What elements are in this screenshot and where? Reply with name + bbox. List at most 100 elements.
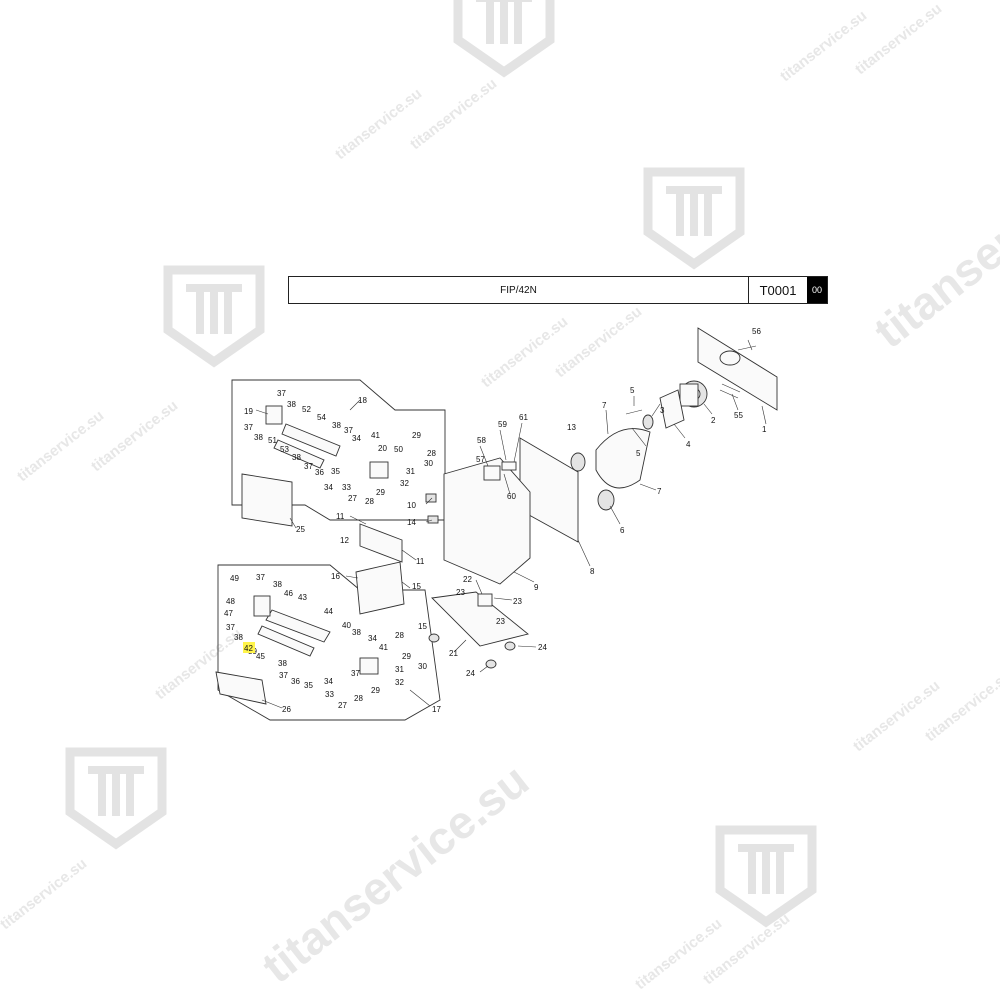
callout-label: 13 bbox=[567, 423, 576, 432]
callout-label: 38 bbox=[332, 421, 341, 430]
callout-label: 54 bbox=[317, 413, 326, 422]
callout-label: 38 bbox=[278, 659, 287, 668]
callout-label: 15 bbox=[418, 622, 427, 631]
watermark-text-large: titanservice.su bbox=[252, 754, 538, 993]
callout-label: 44 bbox=[324, 607, 333, 616]
callout-label: 34 bbox=[368, 634, 377, 643]
watermark-text: titanservice.su bbox=[552, 303, 645, 381]
callout-label: 29 bbox=[412, 431, 421, 440]
callout-label: 59 bbox=[498, 420, 507, 429]
callout-label: 23 bbox=[496, 617, 505, 626]
callout-label: 53 bbox=[280, 445, 289, 454]
watermark-text: titanservice.su bbox=[850, 677, 943, 755]
callout-label: 3 bbox=[660, 406, 665, 415]
callout-label: 23 bbox=[513, 597, 522, 606]
callout-label: 37 bbox=[351, 669, 360, 678]
callout-label: 11 bbox=[416, 557, 425, 566]
callout-label: 30 bbox=[424, 459, 433, 468]
callout-label: 37 bbox=[226, 623, 235, 632]
callout-label: 29 bbox=[376, 488, 385, 497]
callout-label: 36 bbox=[315, 468, 324, 477]
callout-label: 17 bbox=[432, 705, 441, 714]
callout-label: 45 bbox=[256, 652, 265, 661]
watermark-text-large: titanservice.su bbox=[864, 119, 1000, 358]
callout-label: 8 bbox=[590, 567, 595, 576]
watermark-logo-icon bbox=[168, 270, 260, 362]
callout-label: 10 bbox=[407, 501, 416, 510]
guard-cover bbox=[241, 473, 293, 527]
callout-label: 51 bbox=[268, 436, 277, 445]
callout-label: 5 bbox=[630, 386, 635, 395]
callout-label: 37 bbox=[304, 462, 313, 471]
callout-label: 58 bbox=[477, 436, 486, 445]
callout-label: 29 bbox=[371, 686, 380, 695]
callout-label: 36 bbox=[291, 677, 300, 686]
callout-label: 49 bbox=[230, 574, 239, 583]
callout-label: 37 bbox=[277, 389, 286, 398]
callout-label: 28 bbox=[354, 694, 363, 703]
callout-label: 29 bbox=[402, 652, 411, 661]
callout-label: 28 bbox=[365, 497, 374, 506]
drawing-code: T0001 bbox=[759, 282, 797, 298]
back-panel bbox=[697, 327, 778, 411]
callout-label: 5 bbox=[636, 449, 641, 458]
callout-label: 22 bbox=[463, 575, 472, 584]
drawing-title: FIP/42N bbox=[289, 277, 749, 303]
callout-label: 11 bbox=[336, 512, 345, 521]
callout-label: 15 bbox=[412, 582, 421, 591]
title-block: FIP/42N T0001 00 bbox=[288, 276, 828, 304]
callout-label: 31 bbox=[395, 665, 404, 674]
callout-label: 35 bbox=[304, 681, 313, 690]
callout-label: 38 bbox=[352, 628, 361, 637]
callout-label: 38 bbox=[234, 633, 243, 642]
callout-label: 32 bbox=[400, 479, 409, 488]
callout-label: 2 bbox=[711, 416, 716, 425]
highlight-marker bbox=[243, 642, 255, 653]
belt bbox=[595, 428, 651, 489]
callout-label: 24 bbox=[538, 643, 547, 652]
callout-label: 9 bbox=[534, 583, 539, 592]
watermark-text: titanservice.su bbox=[88, 397, 181, 475]
callout-label: 57 bbox=[476, 455, 485, 464]
callout-label: 1 bbox=[762, 425, 767, 434]
callout-label: 24 bbox=[466, 669, 475, 678]
callout-label: 41 bbox=[371, 431, 380, 440]
callout-label: 12 bbox=[340, 536, 349, 545]
callout-label: 43 bbox=[298, 593, 307, 602]
callout-label: 37 bbox=[279, 671, 288, 680]
watermark-text: titanservice.su bbox=[0, 855, 90, 933]
callout-label: 33 bbox=[325, 690, 334, 699]
callout-label: 26 bbox=[282, 705, 291, 714]
callout-label: 34 bbox=[324, 677, 333, 686]
callout-label: 16 bbox=[331, 572, 340, 581]
callout-label: 21 bbox=[449, 649, 458, 658]
callout-label: 23 bbox=[456, 588, 465, 597]
callout-label: 37 bbox=[344, 426, 353, 435]
callout-label: 18 bbox=[358, 396, 367, 405]
watermark-text: titanservice.su bbox=[407, 75, 500, 153]
callout-label: 19 bbox=[244, 407, 253, 416]
callout-label: 38 bbox=[287, 400, 296, 409]
callout-label: 41 bbox=[379, 643, 388, 652]
watermark-text: titanservice.su bbox=[777, 7, 870, 85]
callout-label: 28 bbox=[427, 449, 436, 458]
callout-label: 56 bbox=[752, 327, 761, 336]
watermark-logo-icon bbox=[720, 830, 812, 922]
watermark-logo-icon bbox=[70, 752, 162, 844]
callout-label: 38 bbox=[254, 433, 263, 442]
callout-label: 60 bbox=[507, 492, 516, 501]
callout-label: 38 bbox=[292, 453, 301, 462]
callout-label: 34 bbox=[352, 434, 361, 443]
callout-label: 61 bbox=[519, 413, 528, 422]
callout-label: 38 bbox=[273, 580, 282, 589]
callout-label: 31 bbox=[406, 467, 415, 476]
base-plate bbox=[431, 591, 529, 647]
callout-label: 47 bbox=[224, 609, 233, 618]
watermark-text: titanservice.su bbox=[852, 0, 945, 78]
callout-label: 32 bbox=[395, 678, 404, 687]
assembly-frame-17 bbox=[217, 564, 441, 721]
callout-label: 55 bbox=[734, 411, 743, 420]
callout-label: 7 bbox=[602, 401, 607, 410]
callout-label: 28 bbox=[395, 631, 404, 640]
